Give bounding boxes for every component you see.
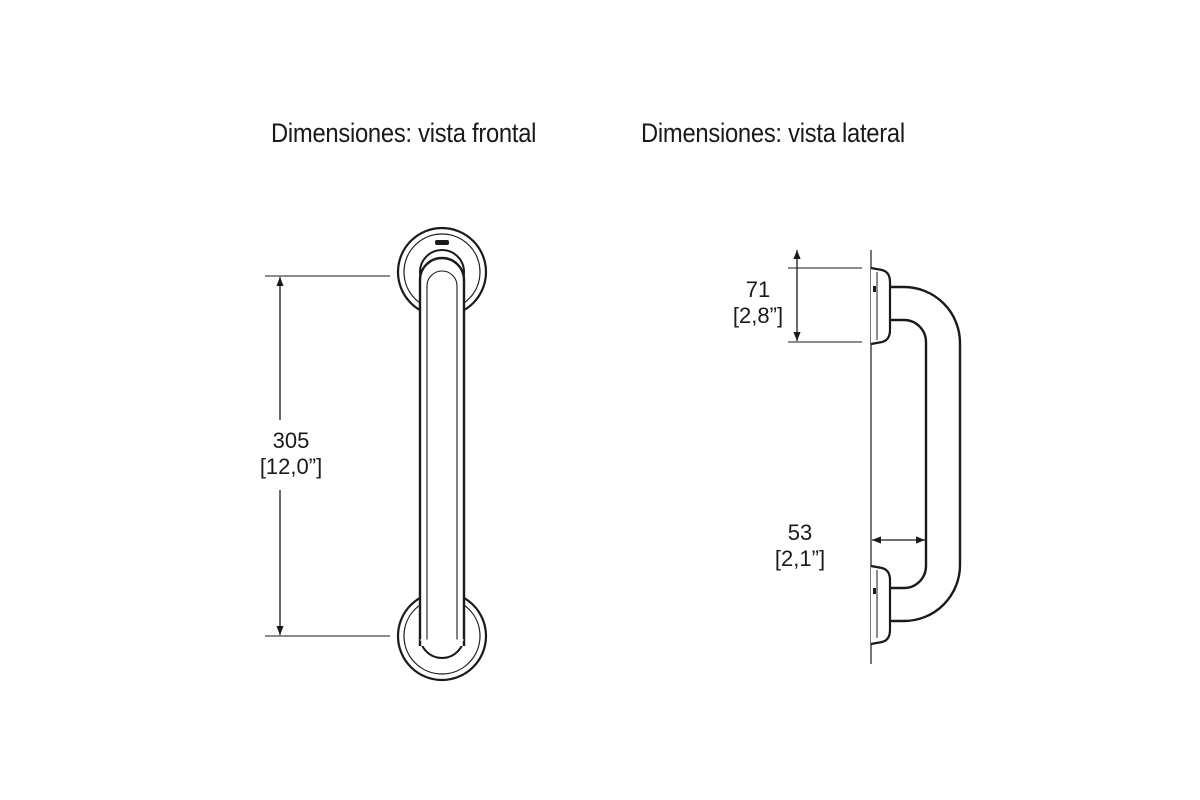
front-view-title: Dimensiones: vista frontal (271, 118, 537, 148)
grab-bar-tube (418, 256, 466, 646)
flange-dimension-label: 71 [2,8”] (722, 277, 794, 329)
flange-dimension (788, 250, 862, 343)
front-view (265, 226, 488, 682)
flange-inches: [2,8”] (732, 303, 784, 328)
side-view-title: Dimensiones: vista lateral (641, 118, 905, 148)
length-dimension (265, 275, 390, 637)
upper-flange-profile (870, 266, 892, 346)
clearance-dimension (872, 530, 927, 560)
side-view (788, 250, 962, 664)
clearance-inches: [2,1”] (774, 546, 826, 571)
grab-bar-side-tube (890, 285, 962, 623)
clearance-dimension-label: 53 [2,1”] (764, 520, 836, 572)
lower-flange-profile (870, 564, 892, 646)
length-dimension-label: 305 [12,0”] (250, 428, 332, 480)
clearance-mm: 53 (787, 520, 813, 545)
length-inches: [12,0”] (259, 454, 323, 479)
flange-mm: 71 (745, 277, 771, 302)
length-mm: 305 (272, 428, 310, 453)
set-screw-icon (435, 240, 449, 245)
